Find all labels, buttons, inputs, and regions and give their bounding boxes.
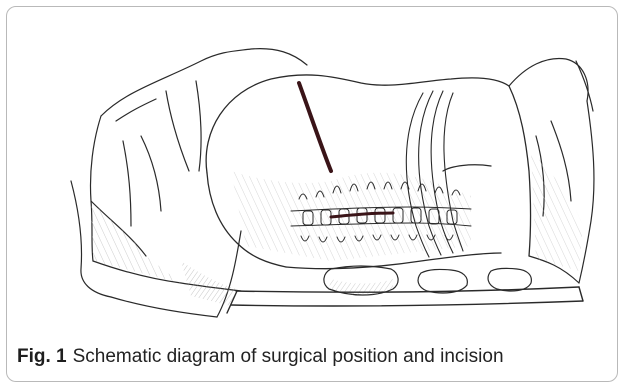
operating-table	[227, 287, 583, 313]
sketch-canvas	[31, 21, 597, 339]
drape-shading-right	[531, 151, 583, 271]
drape-shading-fold	[181, 261, 236, 306]
surgical-position-sketch	[31, 21, 597, 339]
caption-text: Schematic diagram of surgical position a…	[73, 346, 504, 367]
incision-line	[299, 83, 331, 171]
figure-frame: Fig. 1 Schematic diagram of surgical posi…	[6, 6, 618, 382]
figure-label: Fig. 1	[17, 346, 67, 367]
figure-caption: Fig. 1 Schematic diagram of surgical posi…	[17, 342, 607, 372]
